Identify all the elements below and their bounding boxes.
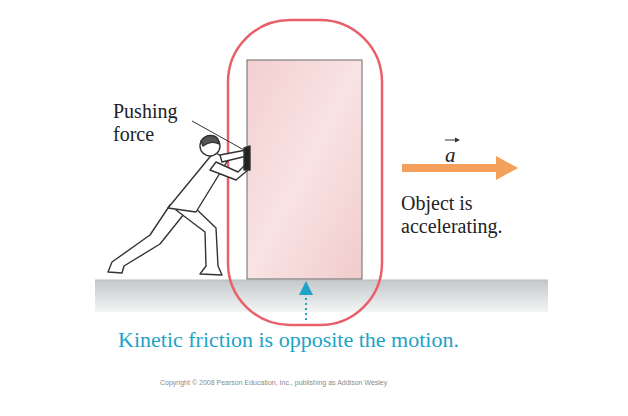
leader-line [192,121,244,150]
copyright-note: Copyright © 2008 Pearson Education, Inc.… [160,379,490,387]
pushed-box [247,60,362,279]
vector-label: a [445,143,465,167]
system-boundary [228,20,382,325]
friction-note: Kinetic friction is opposite the motion. [118,327,588,352]
motion-note: Object is accelerating. [401,192,529,238]
ground-edge [95,280,548,281]
ground [95,280,548,312]
force-label: Pushing force [113,100,205,146]
friction-arrow [305,288,307,320]
vector-symbol [445,138,460,143]
person-figure [108,136,250,275]
acceleration-arrow [402,156,518,180]
